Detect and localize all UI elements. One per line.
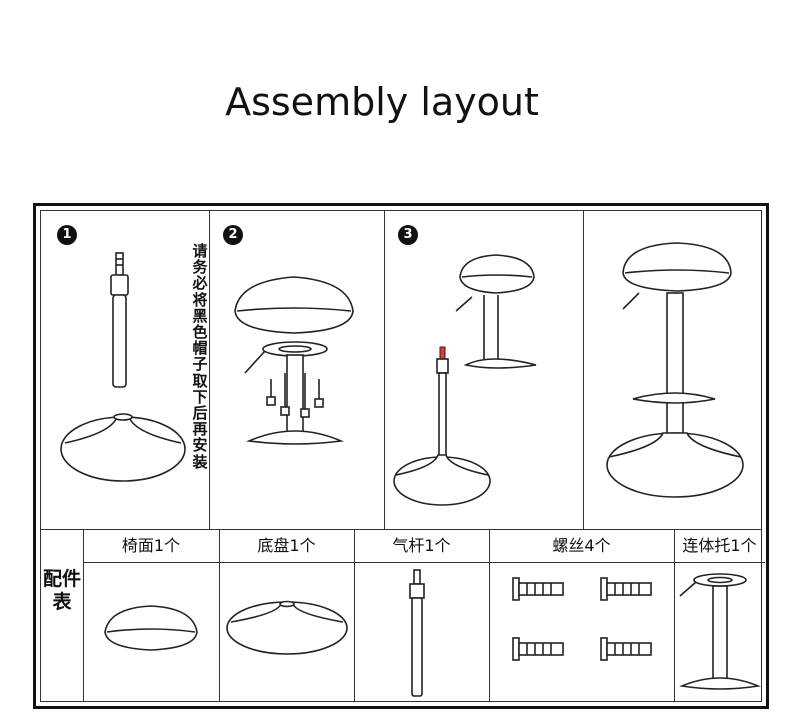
seat-and-bracket-icon [234, 276, 354, 445]
screw-icon [600, 637, 652, 661]
step-1-note: 请务必将黑色帽子取下后再安装 [192, 242, 208, 471]
part-column-base: 底盘1个 [219, 530, 355, 701]
part-column-screws: 螺丝4个 [489, 530, 675, 701]
part-label-gas-lift: 气杆1个 [354, 530, 489, 563]
step-3-panel: 3 [384, 211, 584, 529]
step-3-number: 3 [398, 225, 418, 245]
part-label-base: 底盘1个 [219, 530, 354, 563]
step-2-panel: 2 [209, 211, 385, 529]
step-1-number: 1 [57, 225, 77, 245]
assembly-diagram-frame: 1 请务必将黑色帽子取下后再安装 2 [33, 203, 769, 709]
part-label-screws: 螺丝4个 [489, 530, 674, 563]
screw-icon [512, 637, 564, 661]
gas-lift-and-base-icon [60, 252, 186, 482]
page-title: Assembly layout [225, 80, 539, 124]
screw-icon [600, 577, 652, 601]
assembly-diagram-inner: 1 请务必将黑色帽子取下后再安装 2 [40, 210, 765, 702]
part-column-seat: 椅面1个 [83, 530, 220, 701]
screw-icon [512, 577, 564, 601]
part-column-footrest-bracket: 连体托1个 [674, 530, 765, 701]
parts-table: 配件表 椅面1个 底盘1个 气杆1个 [41, 529, 765, 701]
finished-stool-icon [606, 242, 744, 498]
part-label-seat: 椅面1个 [83, 530, 219, 563]
step-2-number: 2 [223, 225, 243, 245]
step-1-panel: 1 请务必将黑色帽子取下后再安装 [41, 211, 210, 529]
parts-table-title: 配件表 [42, 568, 81, 613]
gas-lift-icon [409, 569, 425, 697]
parts-table-side-label: 配件表 [41, 530, 84, 701]
screws-icon [512, 577, 652, 661]
seat-icon [104, 605, 198, 651]
stool-mounting-icon [393, 254, 537, 506]
part-label-footrest-bracket: 连体托1个 [674, 530, 765, 563]
step-4-panel [583, 211, 765, 529]
part-column-gas-lift: 气杆1个 [354, 530, 490, 701]
base-disc-icon [226, 600, 348, 655]
footrest-bracket-icon [679, 573, 761, 690]
